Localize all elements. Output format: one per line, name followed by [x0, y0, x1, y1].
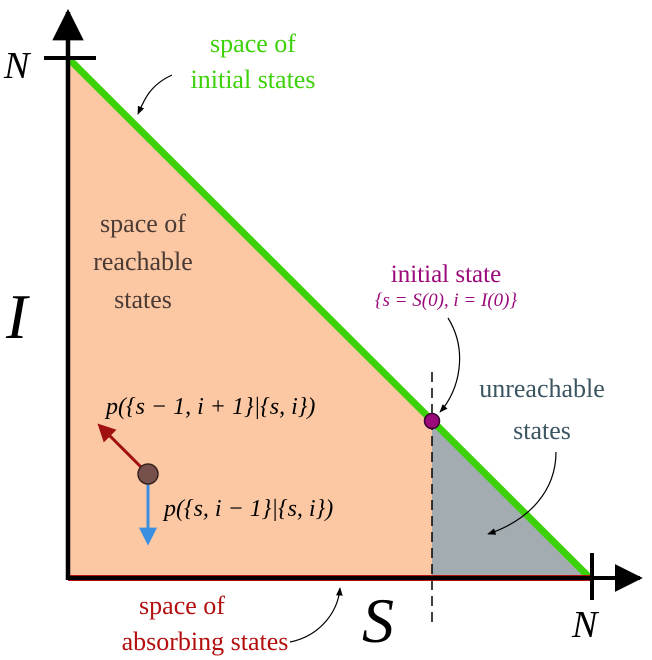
initial-state-title: initial state [391, 261, 501, 288]
initial-states-label-2: initial states [191, 65, 316, 94]
reachable-label-1: space of [100, 209, 186, 238]
infection-transition-label: p({s − 1, i + 1}|{s, i}) [104, 394, 315, 420]
initial-state-formula: {s = S(0), i = I(0)} [375, 290, 518, 311]
recovery-transition-label: p({s, i − 1}|{s, i}) [162, 496, 333, 522]
y-max-label: N [3, 45, 32, 87]
absorbing-label-1: space of [139, 591, 225, 620]
initial-states-pointer [137, 74, 173, 115]
x-max-label: N [571, 604, 600, 646]
initial-states-line [65, 55, 593, 581]
reachable-label-2: reachable [93, 247, 193, 276]
initial-states-label-1: space of [210, 29, 296, 58]
reachable-label-3: states [114, 285, 172, 314]
infection-transition-arrow [97, 423, 150, 476]
unreachable-pointer [487, 451, 557, 535]
initial-state-pointer [439, 317, 461, 413]
current-state-point [137, 463, 159, 485]
unreachable-label-2: states [513, 416, 571, 445]
x-axis-label: S [362, 585, 394, 656]
y-axis-label: I [5, 281, 30, 352]
unreachable-label-1: unreachable [479, 374, 605, 403]
absorbing-label-2: absorbing states [122, 627, 289, 656]
initial-state-point [423, 412, 441, 430]
absorbing-pointer [289, 587, 343, 643]
